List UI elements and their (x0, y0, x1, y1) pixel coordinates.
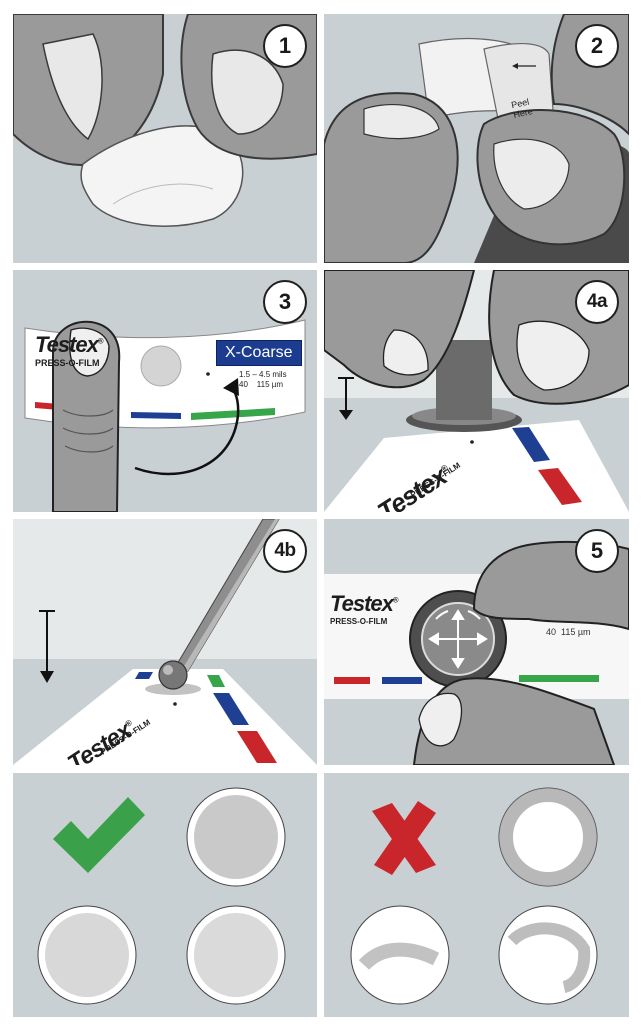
bad-results-panel (324, 773, 629, 1017)
blue-stripe-4a (512, 427, 550, 462)
registered-mark: ® (97, 336, 104, 346)
peel-tape-illustration (324, 14, 629, 263)
step-5-panel: Testex® PRESS-O-FILM 40 115 µm 5 (324, 519, 629, 765)
burnish-tool-illustration (13, 519, 317, 765)
step-4a-badge: 4a (575, 280, 619, 324)
tape-product: PRESS-O-FILM (35, 358, 100, 368)
registered-mark: ® (392, 595, 399, 605)
step-2-panel: Peel Here 2 (324, 14, 629, 263)
good-sample-3 (186, 905, 286, 1005)
bad-sample-2 (350, 905, 450, 1005)
step-3-badge: 3 (263, 280, 307, 324)
good-results-panel (13, 773, 317, 1017)
step-1-badge: 1 (263, 24, 307, 68)
tape-product-5: PRESS-O-FILM (330, 617, 388, 626)
cross-mark-icon (372, 801, 436, 875)
green-stripe (191, 408, 275, 420)
grade-label: X-Coarse (216, 340, 302, 366)
partial-range-label: 40 115 µm (546, 627, 591, 637)
rotate-arrows-icon (428, 609, 488, 669)
blue-stripe (131, 412, 181, 419)
red-stripe-4a (538, 468, 582, 505)
good-samples-illustration (13, 773, 317, 1017)
burnish-press-illustration (324, 270, 629, 512)
step-4a-panel: Testex® PRESS-O-FILM 4a (324, 270, 629, 512)
bad-sample-3 (498, 905, 598, 1005)
tape-brand: Testex® (35, 332, 104, 357)
bad-sample-1 (498, 787, 598, 887)
range-line-1: 1.5 – 4.5 mils (239, 370, 287, 379)
tape-brand-5: Testex® (330, 591, 399, 616)
step-1-panel: 1 (13, 14, 317, 263)
bad-samples-illustration (324, 773, 629, 1017)
step-2-badge: 2 (575, 24, 619, 68)
good-sample-1 (186, 787, 286, 887)
step-3-panel: Testex® PRESS-O-FILM X-Coarse 1.5 – 4.5 … (13, 270, 317, 512)
good-sample-2 (37, 905, 137, 1005)
rotate-disc-illustration (324, 519, 629, 765)
step-4b-badge: 4b (263, 529, 307, 573)
step-5-badge: 5 (575, 529, 619, 573)
check-mark-icon (53, 797, 145, 873)
step-4b-panel: Testex® PRESS-O-FILM 4b (13, 519, 317, 765)
range-line-2: 40 115 µm (239, 380, 284, 389)
